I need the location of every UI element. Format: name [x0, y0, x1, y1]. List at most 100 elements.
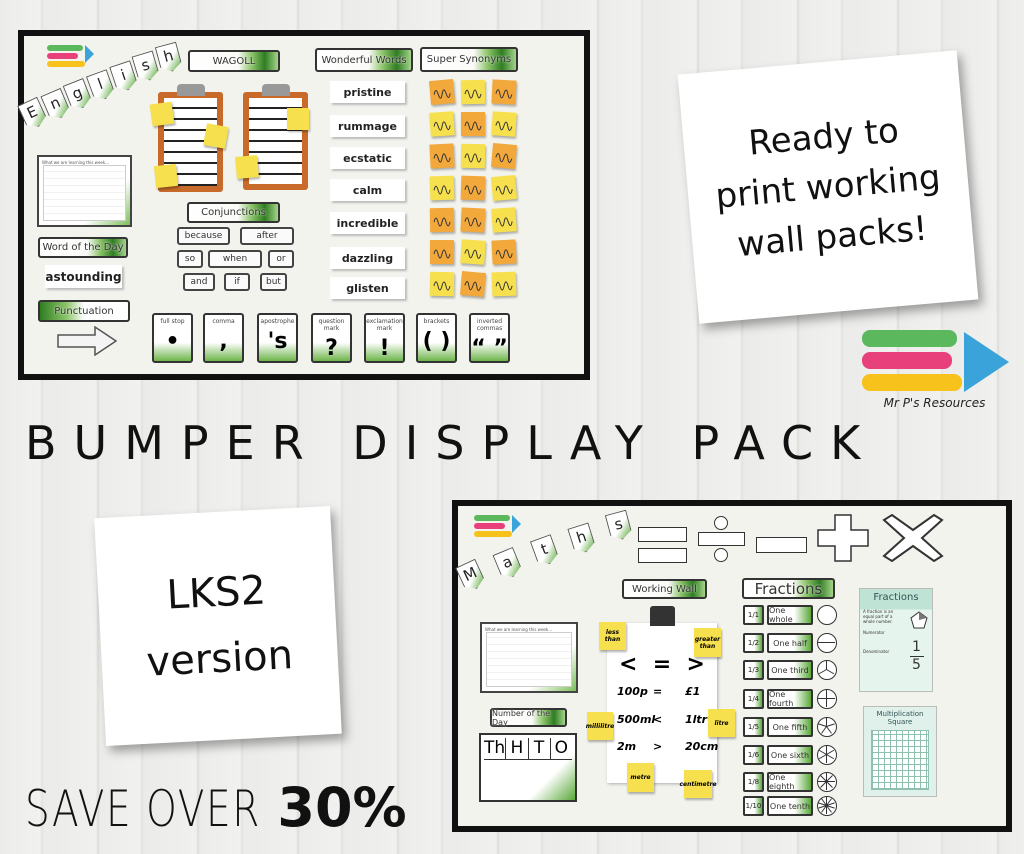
brand-logo-small	[47, 45, 97, 81]
comparison-term: 500ml	[617, 713, 656, 726]
fraction-value: 1/3	[747, 666, 760, 674]
place-value-column: T	[527, 738, 550, 760]
punctuation-label: full stop	[160, 318, 185, 325]
fraction-name-card: One third	[767, 660, 813, 680]
punctuation-symbol: !	[379, 336, 390, 361]
denominator-label: Denominator	[863, 649, 890, 654]
word-of-day-header: Word of the Day	[38, 237, 128, 258]
conjunction-card: but	[260, 273, 287, 291]
punctuation-label: brackets	[423, 318, 450, 325]
punctuation-label: inverted commas	[476, 318, 503, 332]
punctuation-card: full stop•	[152, 313, 193, 363]
comparison-term: £1	[685, 685, 701, 698]
division-vocab-card	[698, 532, 745, 546]
synonym-sticky-note	[461, 112, 485, 136]
fractions-poster-title: Fractions	[873, 592, 919, 603]
poster-denominator: 5	[912, 657, 921, 673]
fraction-value: 1/4	[747, 695, 760, 703]
word-of-day-value: astounding	[45, 265, 122, 288]
fraction-value: 1/2	[747, 639, 760, 647]
conjunction-card: and	[183, 273, 215, 291]
comparison-term: 20cm	[685, 740, 719, 753]
working-wall-header: Working Wall	[622, 579, 707, 599]
pencil-tip-icon	[512, 515, 522, 533]
wonderful-word-card: pristine	[330, 81, 405, 103]
brand-logo-small	[474, 515, 524, 547]
brand-logo: Mr P's Resources	[862, 326, 1017, 418]
punctuation-symbol: ,	[219, 329, 228, 354]
wonderful-word-card: dazzling	[330, 247, 405, 269]
logo-bar	[862, 352, 952, 369]
pencil-tip-icon	[85, 45, 95, 63]
sticky-note	[235, 155, 259, 179]
synonym-sticky-note	[491, 79, 517, 105]
synonym-sticky-note	[460, 175, 486, 201]
synonym-sticky-note	[491, 111, 517, 137]
conjunction-card: when	[208, 250, 262, 268]
wonderful-word-card: incredible	[330, 212, 405, 234]
fraction-value: 1/1	[747, 611, 760, 619]
bulldog-clip-icon	[650, 606, 675, 626]
learning-objective-box: What we are learning this week...	[37, 155, 132, 227]
number-of-day-header: Number of the Day	[490, 708, 567, 727]
fraction-circle-icon	[817, 689, 837, 709]
multiplication-poster-title: Multiplication Square	[876, 710, 924, 726]
fraction-value: 1/5	[747, 723, 760, 731]
comparison-term: >	[653, 740, 663, 753]
equals-vocab-card	[638, 548, 687, 563]
fraction-circle-icon	[817, 660, 837, 680]
fraction-circle-icon	[817, 633, 837, 653]
sticky-note	[153, 163, 179, 189]
division-vocab-card	[714, 516, 728, 530]
synonym-sticky-note	[491, 239, 517, 265]
numerator-label: Numerator	[863, 630, 885, 635]
fraction-value: 1/10	[745, 802, 762, 810]
synonym-sticky-note	[490, 142, 518, 170]
fraction-card: 1/8	[743, 772, 764, 792]
fractions-poster: Fractions A fraction is an equal part of…	[859, 588, 933, 692]
headline: BUMPER DISPLAY PACK	[25, 416, 878, 470]
pencil-stack-icon	[862, 326, 1017, 396]
version-label: LKS2	[165, 567, 268, 619]
fraction-card: 1/4	[743, 689, 764, 709]
unit-sticky-note: centimetre	[679, 770, 717, 798]
punctuation-symbol: “ ”	[471, 336, 508, 361]
subtraction-vocab-card	[756, 537, 807, 553]
punctuation-card: exclamation mark!	[364, 313, 405, 363]
synonym-sticky-note	[491, 207, 517, 233]
punctuation-symbol: 's	[267, 329, 288, 354]
poster-numerator: 1	[912, 639, 921, 655]
logo-bar	[47, 45, 83, 51]
synonym-sticky-note	[460, 143, 486, 169]
fraction-bar	[910, 656, 924, 657]
sticky-note	[203, 123, 229, 149]
learning-objective-box: What we are learning this week...	[480, 622, 578, 693]
punctuation-card: question mark?	[311, 313, 352, 363]
logo-bar	[47, 60, 86, 67]
punctuation-label: question mark	[318, 318, 345, 332]
punctuation-header: Punctuation	[38, 300, 130, 322]
punctuation-label: apostrophe	[260, 318, 295, 325]
punctuation-symbol: ( )	[422, 329, 451, 354]
unit-sticky-note: litre	[708, 709, 735, 737]
fraction-card: 1/10	[743, 796, 764, 816]
synonym-sticky-note	[429, 207, 455, 233]
wonderful-word-card: calm	[330, 179, 405, 201]
fraction-card: 1/1	[743, 605, 764, 625]
synonym-sticky-note	[491, 271, 517, 297]
fraction-circle-icon	[817, 717, 837, 737]
logo-bar	[862, 330, 957, 347]
synonym-sticky-note	[460, 79, 486, 105]
savings-prefix: SAVE OVER	[25, 780, 261, 838]
synonym-sticky-note	[460, 239, 486, 265]
fraction-circle-icon	[817, 605, 837, 625]
version-label: version	[145, 632, 295, 686]
promo-sticky-note: Ready to print working wall packs!	[677, 50, 979, 324]
comparison-term: 2m	[617, 740, 637, 753]
wonderful-word-card: ecstatic	[330, 147, 405, 169]
synonym-sticky-note	[430, 240, 454, 264]
punctuation-card: inverted commas “ ”	[469, 313, 510, 363]
wagoll-header: WAGOLL	[188, 50, 280, 72]
learning-box-label: What we are learning this week...	[485, 627, 553, 632]
